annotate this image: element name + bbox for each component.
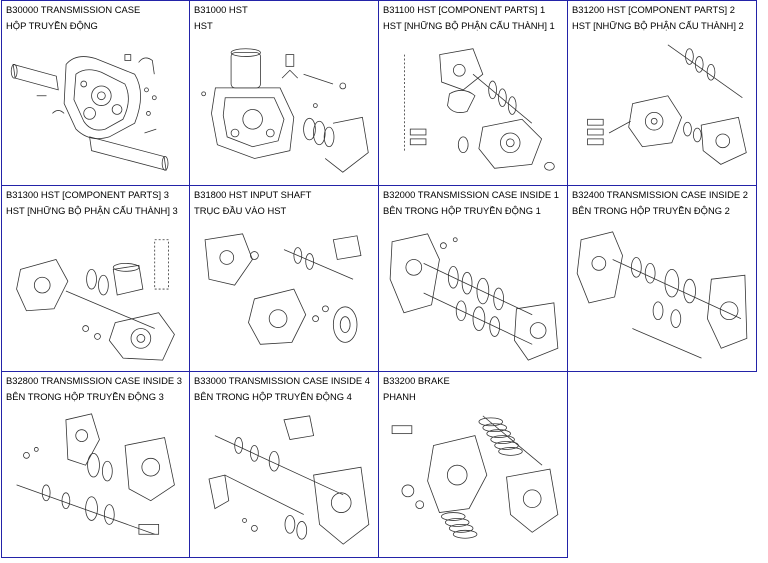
catalog-item-b30000[interactable]: B30000 TRANSMISSION CASE HỘP TRUYỀN ĐỘNG xyxy=(1,0,190,186)
item-title[interactable]: B30000 TRANSMISSION CASE HỘP TRUYỀN ĐỘNG xyxy=(6,2,187,34)
catalog-item-b32400[interactable]: B32400 TRANSMISSION CASE INSIDE 2 BÊN TR… xyxy=(568,186,757,372)
item-code-title: B31200 HST [COMPONENT PARTS] 2 xyxy=(572,4,735,15)
item-code-title: B33000 TRANSMISSION CASE INSIDE 4 xyxy=(194,375,370,386)
item-code-title: B32000 TRANSMISSION CASE INSIDE 1 xyxy=(383,189,559,200)
item-translated-title: BÊN TRONG HỘP TRUYỀN ĐỘNG 3 xyxy=(6,391,164,402)
catalog-item-b31100[interactable]: B31100 HST [COMPONENT PARTS] 1 HST [NHỮN… xyxy=(379,0,568,186)
hst-parts-2-diagram-icon[interactable] xyxy=(571,35,753,182)
case-inside-2-diagram-icon[interactable] xyxy=(571,220,753,368)
catalog-item-b31300[interactable]: B31300 HST [COMPONENT PARTS] 3 HST [NHỮN… xyxy=(1,186,190,372)
item-translated-title: BÊN TRONG HỘP TRUYỀN ĐỘNG 2 xyxy=(572,205,730,216)
item-translated-title: HỘP TRUYỀN ĐỘNG xyxy=(6,20,98,31)
item-code-title: B33200 BRAKE xyxy=(383,375,450,386)
parts-catalog-grid: B30000 TRANSMISSION CASE HỘP TRUYỀN ĐỘNG… xyxy=(1,0,759,559)
item-code-title: B30000 TRANSMISSION CASE xyxy=(6,4,141,15)
item-translated-title: HST [NHỮNG BỘ PHẬN CẤU THÀNH] 3 xyxy=(6,205,178,216)
transmission-case-diagram-icon[interactable] xyxy=(5,35,186,182)
hst-diagram-icon[interactable] xyxy=(193,35,375,182)
item-code-title: B31100 HST [COMPONENT PARTS] 1 xyxy=(383,4,546,15)
catalog-item-b31000[interactable]: B31000 HST HST xyxy=(190,0,379,186)
item-code-title: B31300 HST [COMPONENT PARTS] 3 xyxy=(6,189,169,200)
item-title[interactable]: B32000 TRANSMISSION CASE INSIDE 1 BÊN TR… xyxy=(383,187,565,219)
hst-parts-1-diagram-icon[interactable] xyxy=(382,35,564,182)
item-translated-title: TRỤC ĐẦU VÀO HST xyxy=(194,205,287,216)
item-title[interactable]: B31000 HST HST xyxy=(194,2,376,34)
item-translated-title: HST [NHỮNG BỘ PHẬN CẤU THÀNH] 2 xyxy=(572,20,744,31)
catalog-item-b31800[interactable]: B31800 HST INPUT SHAFT TRỤC ĐẦU VÀO HST xyxy=(190,186,379,372)
hst-input-shaft-diagram-icon[interactable] xyxy=(193,220,375,368)
brake-diagram-icon[interactable] xyxy=(382,406,564,554)
item-translated-title: BÊN TRONG HỘP TRUYỀN ĐỘNG 1 xyxy=(383,205,541,216)
item-title[interactable]: B32400 TRANSMISSION CASE INSIDE 2 BÊN TR… xyxy=(572,187,754,219)
item-code-title: B32400 TRANSMISSION CASE INSIDE 2 xyxy=(572,189,748,200)
item-title[interactable]: B33000 TRANSMISSION CASE INSIDE 4 BÊN TR… xyxy=(194,373,376,405)
item-translated-title: PHANH xyxy=(383,391,416,402)
case-inside-3-diagram-icon[interactable] xyxy=(5,406,186,554)
catalog-item-b33200[interactable]: B33200 BRAKE PHANH xyxy=(379,372,568,558)
item-title[interactable]: B31800 HST INPUT SHAFT TRỤC ĐẦU VÀO HST xyxy=(194,187,376,219)
item-code-title: B31000 HST xyxy=(194,4,248,15)
item-title[interactable]: B32800 TRANSMISSION CASE INSIDE 3 BÊN TR… xyxy=(6,373,187,405)
item-translated-title: BÊN TRONG HỘP TRUYỀN ĐỘNG 4 xyxy=(194,391,352,402)
item-title[interactable]: B31300 HST [COMPONENT PARTS] 3 HST [NHỮN… xyxy=(6,187,187,219)
case-inside-4-diagram-icon[interactable] xyxy=(193,406,375,554)
item-title[interactable]: B33200 BRAKE PHANH xyxy=(383,373,565,405)
item-title[interactable]: B31200 HST [COMPONENT PARTS] 2 HST [NHỮN… xyxy=(572,2,754,34)
item-translated-title: HST [NHỮNG BỘ PHẬN CẤU THÀNH] 1 xyxy=(383,20,555,31)
catalog-item-b32000[interactable]: B32000 TRANSMISSION CASE INSIDE 1 BÊN TR… xyxy=(379,186,568,372)
item-code-title: B32800 TRANSMISSION CASE INSIDE 3 xyxy=(6,375,182,386)
catalog-item-b32800[interactable]: B32800 TRANSMISSION CASE INSIDE 3 BÊN TR… xyxy=(1,372,190,558)
hst-parts-3-diagram-icon[interactable] xyxy=(5,220,186,368)
item-translated-title: HST xyxy=(194,20,213,31)
item-code-title: B31800 HST INPUT SHAFT xyxy=(194,189,312,200)
catalog-item-b31200[interactable]: B31200 HST [COMPONENT PARTS] 2 HST [NHỮN… xyxy=(568,0,757,186)
catalog-item-b33000[interactable]: B33000 TRANSMISSION CASE INSIDE 4 BÊN TR… xyxy=(190,372,379,558)
case-inside-1-diagram-icon[interactable] xyxy=(382,220,564,368)
item-title[interactable]: B31100 HST [COMPONENT PARTS] 1 HST [NHỮN… xyxy=(383,2,565,34)
